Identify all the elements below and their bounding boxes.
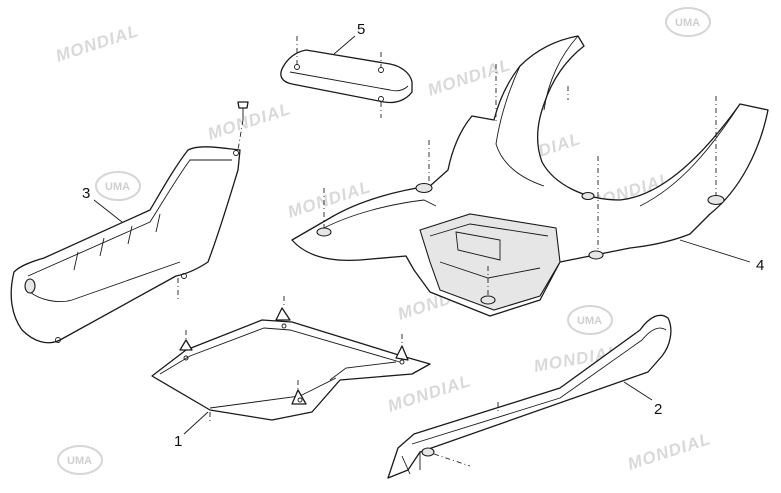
leader-line-1 <box>183 411 209 435</box>
watermark-mondial: MONDIAL <box>425 55 513 100</box>
callout-4: 4 <box>756 257 764 274</box>
callout-labels: 5 3 4 1 2 <box>82 21 764 450</box>
leader-line-5 <box>333 35 356 55</box>
uma-logo-icon <box>665 7 711 37</box>
uma-logo-watermark: UMA <box>665 7 711 37</box>
uma-logo-text: UMA <box>105 181 130 193</box>
callout-5: 5 <box>357 21 365 38</box>
part-2-side-skirt <box>387 314 672 479</box>
uma-logo-watermark: UMA <box>57 445 103 475</box>
uma-logo-text: UMA <box>675 17 700 29</box>
watermark-mondial: MONDIAL <box>625 429 713 474</box>
leader-line-3 <box>93 199 123 223</box>
uma-logo-watermark: UMA <box>95 171 141 201</box>
leader-line-2 <box>623 381 653 401</box>
uma-logo-text: UMA <box>67 455 92 467</box>
uma-logo-icon <box>57 445 103 475</box>
uma-logo-icon <box>567 305 613 335</box>
leader-line-4 <box>679 239 751 263</box>
part-5-cover-panel <box>280 36 413 118</box>
part-1-under-tray <box>151 296 431 422</box>
callout-2: 2 <box>654 401 662 418</box>
part-4-floor-frame <box>291 35 769 317</box>
watermark-mondial: MONDIAL <box>205 99 293 144</box>
watermark-mondial: MONDIAL <box>385 371 473 416</box>
callout-3: 3 <box>82 185 90 202</box>
callout-1: 1 <box>174 433 182 450</box>
part-3-side-panel <box>10 101 249 344</box>
leader-lines <box>93 35 751 435</box>
uma-logo-text: UMA <box>577 315 602 327</box>
uma-logo-watermark: UMA <box>567 305 613 335</box>
watermark-mondial: MONDIAL <box>53 21 141 66</box>
uma-logo-icon <box>95 171 141 201</box>
